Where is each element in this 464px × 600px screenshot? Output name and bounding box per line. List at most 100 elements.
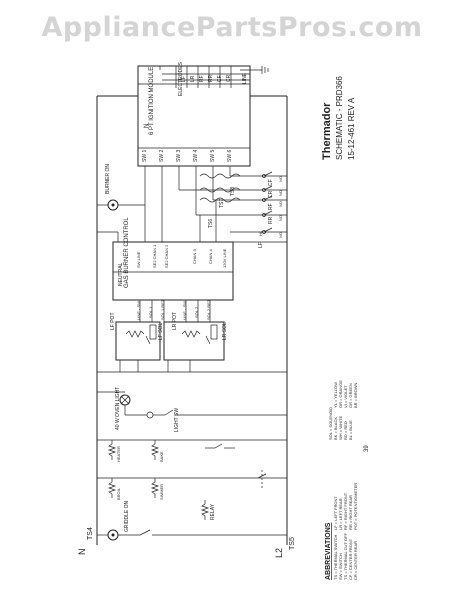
- rail-label-ts4: TS4: [87, 527, 94, 540]
- module-sw-wires: [144, 166, 287, 233]
- svg-text:BK = BLACK: BK = BLACK: [333, 417, 338, 440]
- svg-text:NO: NO: [278, 190, 283, 196]
- svg-text:TS = THERMAL CUT OFF: TS = THERMAL CUT OFF: [343, 533, 348, 580]
- svg-text:TS = THERMAL SWITCH: TS = THERMAL SWITCH: [333, 534, 338, 580]
- burner-on-label: BURNER ON: [105, 164, 111, 194]
- burner-control-neutral: NEUTRAL: [118, 262, 124, 286]
- svg-text:CHAN 3: CHAN 3: [192, 249, 197, 264]
- svg-text:SW 6: SW 6: [227, 150, 233, 162]
- brand-model: SCHEMATIC - PRD366: [335, 76, 344, 160]
- hot-indicator: [146, 411, 154, 419]
- spark-module-electrodes: ELECTRODES: [178, 61, 184, 96]
- abbreviations-title: ABBREVIATIONS: [325, 522, 332, 580]
- svg-text:SOL 2 RET: SOL 2 RET: [206, 299, 211, 320]
- svg-text:SW 4: SW 4: [193, 150, 199, 162]
- rail-label-ts5: TS5: [289, 537, 296, 550]
- svg-text:LR: LR: [190, 75, 196, 82]
- svg-text:NO: NO: [278, 232, 283, 238]
- svg-text:HEATER: HEATER: [116, 446, 121, 462]
- watermark-text: AppliancePartsPros.com: [41, 12, 423, 43]
- svg-text:RD = RED: RD = RED: [343, 421, 348, 440]
- svg-text:GR = GREEN: GR = GREEN: [348, 383, 353, 408]
- electrode-leads: [159, 66, 269, 88]
- burner-control-title: GAS BURNER CONTROL: [124, 217, 130, 288]
- rail-label-n: N: [77, 549, 87, 556]
- spark-module-neutral: N: [144, 124, 150, 128]
- svg-text:CR: CR: [226, 74, 232, 82]
- burner-control-box: [112, 241, 234, 301]
- svg-text:BAKE: BAKE: [159, 451, 164, 462]
- svg-text:SW 2: SW 2: [159, 150, 165, 162]
- svg-text:SE2 CHAN 1: SE2 CHAN 1: [152, 244, 157, 268]
- lr-pot-box: [163, 321, 225, 361]
- svg-text:RR: RR: [208, 74, 214, 82]
- brand-name: Thermador: [321, 102, 333, 160]
- griddle-on-label: GRIDDLE ON: [124, 500, 130, 532]
- pots-and-solenoids: LF POT LR POT LF SOL LR SOL: [97, 300, 287, 373]
- svg-text:LINE - SW: LINE - SW: [182, 301, 187, 320]
- svg-text:POT = POTENTIOMETER: POT = POTENTIOMETER: [353, 483, 358, 530]
- lf-pot-box: [115, 321, 161, 361]
- svg-text:SE2 CHAN 2: SE2 CHAN 2: [164, 244, 169, 268]
- svg-text:TS7: TS7: [219, 199, 225, 208]
- svg-text:YL = YELLOW: YL = YELLOW: [333, 382, 338, 408]
- svg-text:BR = BROWN: BR = BROWN: [353, 382, 358, 408]
- svg-text:SW LINE: SW LINE: [136, 251, 141, 268]
- svg-text:LF: LF: [258, 242, 264, 248]
- burner-switches: CF CR RF RR LF NO NO NO NO NO: [258, 171, 283, 248]
- svg-text:BROIL: BROIL: [116, 487, 121, 500]
- svg-text:LF: LF: [181, 76, 187, 82]
- svg-text:120V LINE: 120V LINE: [222, 248, 227, 268]
- oven-light-label: 40 W OVEN LIGHT: [115, 387, 121, 430]
- svg-text:LINE - SW: LINE - SW: [136, 301, 141, 320]
- abbreviations-block: ABBREVIATIONS TS = THERMAL SWITCH SW = S…: [325, 483, 358, 580]
- heater-elements: HEATER BAKE BROIL SIMMER: [97, 439, 287, 500]
- svg-text:OR = ORANGE: OR = ORANGE: [338, 380, 343, 408]
- svg-text:NO: NO: [278, 215, 283, 221]
- svg-text:CHAN 4: CHAN 4: [208, 249, 213, 264]
- svg-text:NO: NO: [278, 176, 283, 182]
- svg-text:LR SOL: LR SOL: [222, 322, 228, 340]
- svg-text:SIMMER: SIMMER: [159, 484, 164, 500]
- spark-module-title: 6 PT IGNITION MODULE: [149, 67, 155, 135]
- gas-burner-control: GAS BURNER CONTROL NEUTRAL LINE - SW SOL…: [112, 217, 234, 320]
- svg-text:LF = LEFT FRONT: LF = LEFT FRONT: [333, 496, 338, 530]
- thermal-switches: TS6 TS7 TS8 HL: [199, 173, 263, 236]
- title-block: Thermador SCHEMATIC - PRD366 15-12-461 R…: [321, 76, 356, 160]
- svg-text:SOL 1: SOL 1: [148, 306, 153, 318]
- svg-text:LF SOL: LF SOL: [158, 323, 164, 340]
- svg-text:LR POT: LR POT: [172, 312, 178, 330]
- svg-text:SW 3: SW 3: [176, 150, 182, 162]
- rail-label-l2: L2: [274, 548, 284, 558]
- svg-text:RF = RIGHT FRONT: RF = RIGHT FRONT: [343, 492, 348, 530]
- svg-text:SOL 1 RET: SOL 1 RET: [160, 299, 165, 320]
- oven-light-circuit: 40 W OVEN LIGHT LIGHT SW: [97, 387, 287, 432]
- svg-text:LR = LEFT REAR: LR = LEFT REAR: [338, 498, 343, 530]
- svg-text:TS8: TS8: [230, 187, 236, 196]
- svg-text:NO: NO: [278, 201, 283, 207]
- svg-text:CF: CF: [268, 179, 274, 186]
- svg-text:RR = RIGHT REAR: RR = RIGHT REAR: [348, 495, 353, 530]
- svg-text:SOL = SOLENOID: SOL = SOLENOID: [328, 407, 333, 440]
- spark-module: 6 PT IGNITION MODULE N ELECTRODES LINE S…: [137, 61, 251, 167]
- svg-text:SW 5: SW 5: [210, 150, 216, 162]
- light-switch-label: LIGHT SW: [174, 408, 180, 432]
- svg-text:CR: CR: [268, 190, 274, 198]
- brand-part: 15-12-461 REV A: [347, 97, 356, 160]
- griddle-circuit: RELAY GRIDDLE ON: [97, 500, 287, 541]
- svg-text:BL = BLUE: BL = BLUE: [348, 420, 353, 440]
- color-code-block: SOL = SOLENOID BK = BLACK WH = WHITE RD …: [328, 380, 358, 440]
- svg-text:WH = WHITE: WH = WHITE: [338, 416, 343, 440]
- svg-text:SW 1: SW 1: [142, 150, 148, 162]
- svg-text:TS6: TS6: [208, 219, 214, 228]
- burner-on-indicator: BURNER ON: [97, 164, 145, 211]
- page-number: 39: [364, 445, 370, 452]
- svg-text:HL: HL: [258, 230, 263, 236]
- svg-text:RF: RF: [268, 203, 274, 210]
- svg-text:SW = SWITCH: SW = SWITCH: [338, 553, 343, 580]
- svg-text:SOL 2: SOL 2: [194, 306, 199, 318]
- svg-text:RF: RF: [199, 75, 205, 82]
- spark-module-box: [137, 65, 251, 167]
- svg-text:LF POT: LF POT: [110, 312, 116, 330]
